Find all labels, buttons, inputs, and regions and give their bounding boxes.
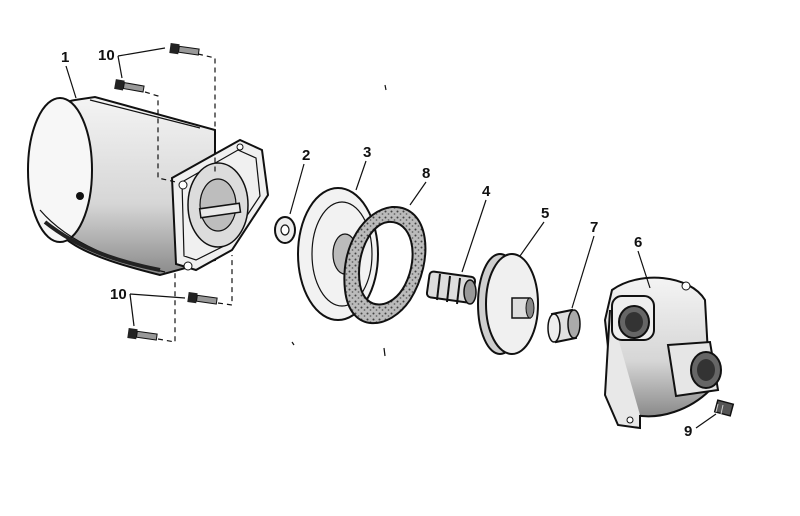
motor-end-cap xyxy=(27,97,93,243)
label-pump-body: 6 xyxy=(634,234,642,251)
label-gasket: 8 xyxy=(422,165,430,182)
motor-part xyxy=(27,95,270,277)
label-seal-plate: 3 xyxy=(363,144,371,161)
pump-body-part xyxy=(603,276,722,430)
label-sleeve: 7 xyxy=(590,219,598,236)
label-motor: 1 xyxy=(61,49,69,66)
gasket-part xyxy=(343,205,427,325)
label-shaft-seal: 4 xyxy=(482,183,491,200)
screws-bottom xyxy=(127,255,233,343)
label-plug: 9 xyxy=(684,423,692,440)
sleeve-part xyxy=(547,308,581,344)
motor-shaft xyxy=(198,202,242,219)
motor-hole xyxy=(76,192,84,200)
impeller-part xyxy=(477,253,539,355)
shaft-seal-part xyxy=(425,270,477,305)
plug-part xyxy=(713,399,735,417)
screws-top xyxy=(114,43,216,183)
label-washer: 2 xyxy=(302,147,310,164)
washer-part xyxy=(274,216,296,244)
label-screws-bottom: 10 xyxy=(110,286,127,303)
label-impeller: 5 xyxy=(541,205,549,222)
label-screws-top: 10 xyxy=(98,47,115,64)
